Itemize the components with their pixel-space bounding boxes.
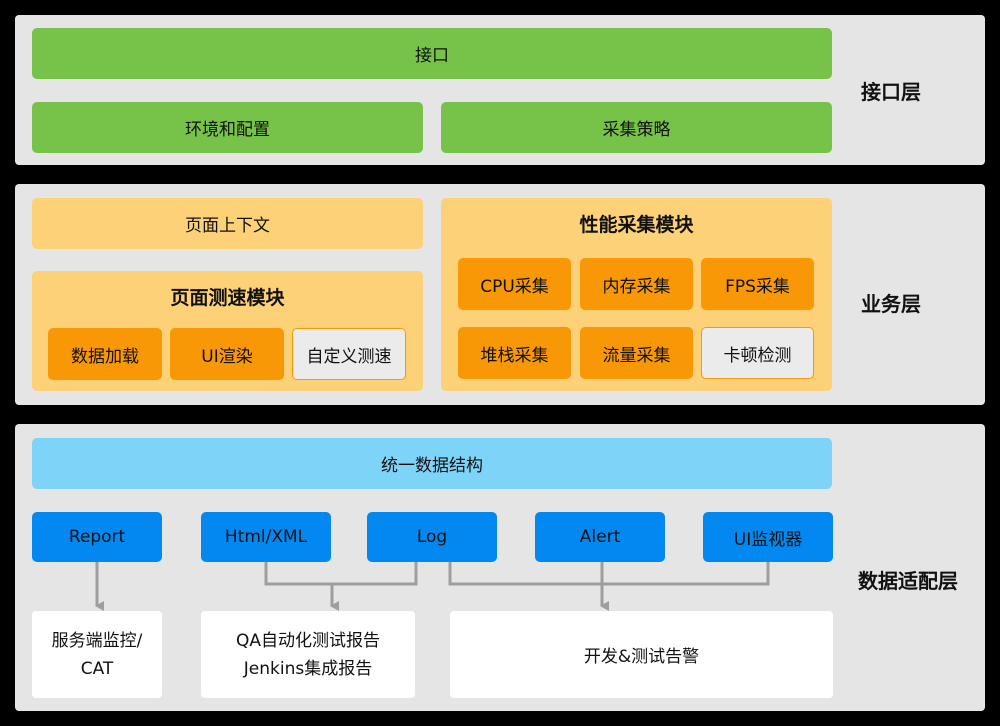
stack-chip: 堆栈采集 [458, 327, 571, 379]
cpu-chip: CPU采集 [458, 258, 571, 310]
memory-chip: 内存采集 [580, 258, 693, 310]
interface-layer: 接口 环境和配置 采集策略 接口层 [15, 15, 985, 165]
data-layer: 统一数据结构 Report Html/XML Log Alert UI监视器 服… [15, 424, 985, 711]
connector-log-ui [448, 562, 770, 586]
qa-report-line1: QA自动化测试报告 [235, 630, 380, 651]
qa-report-box: QA自动化测试报告 Jenkins集成报告 [201, 611, 415, 698]
qa-report-line2: Jenkins集成报告 [243, 658, 373, 679]
source-html-xml: Html/XML [201, 512, 331, 562]
dev-alert-box: 开发&测试告警 [450, 611, 833, 698]
server-monitor-box: 服务端监控/ CAT [32, 611, 162, 698]
page-speed-module-title: 页面测速模块 [170, 287, 285, 309]
page-speed-module: 页面测速模块 数据加载 UI渲染 自定义测速 [32, 271, 423, 391]
env-config-box: 环境和配置 [32, 102, 423, 153]
source-report: Report [32, 512, 162, 562]
server-monitor-line2: CAT [80, 658, 114, 679]
connector-html-log [264, 562, 418, 586]
source-ui-monitor: UI监视器 [703, 512, 833, 562]
perf-module: 性能采集模块 CPU采集 内存采集 FPS采集 堆栈采集 流量采集 卡顿检测 [441, 198, 832, 391]
source-alert: Alert [535, 512, 665, 562]
unified-data-box: 统一数据结构 [32, 438, 832, 489]
fps-chip: FPS采集 [701, 258, 814, 310]
connector-lines [95, 562, 770, 611]
collect-strategy-box: 采集策略 [441, 102, 832, 153]
business-layer-label: 业务层 [861, 292, 921, 316]
interface-box: 接口 [32, 28, 832, 79]
custom-speed-chip: 自定义测速 [292, 328, 406, 380]
server-monitor-line1: 服务端监控/ [51, 630, 143, 651]
perf-module-title: 性能采集模块 [579, 214, 694, 236]
business-layer: 页面上下文 页面测速模块 数据加载 UI渲染 自定义测速 性能采集模块 CPU采… [15, 184, 985, 405]
page-context-box: 页面上下文 [32, 198, 423, 249]
jank-detect-chip: 卡顿检测 [701, 327, 814, 379]
ui-render-chip: UI渲染 [170, 328, 284, 380]
data-load-chip: 数据加载 [48, 328, 162, 380]
traffic-chip: 流量采集 [580, 327, 693, 379]
interface-layer-label: 接口层 [861, 80, 921, 104]
data-layer-label: 数据适配层 [858, 569, 958, 593]
source-log: Log [367, 512, 497, 562]
